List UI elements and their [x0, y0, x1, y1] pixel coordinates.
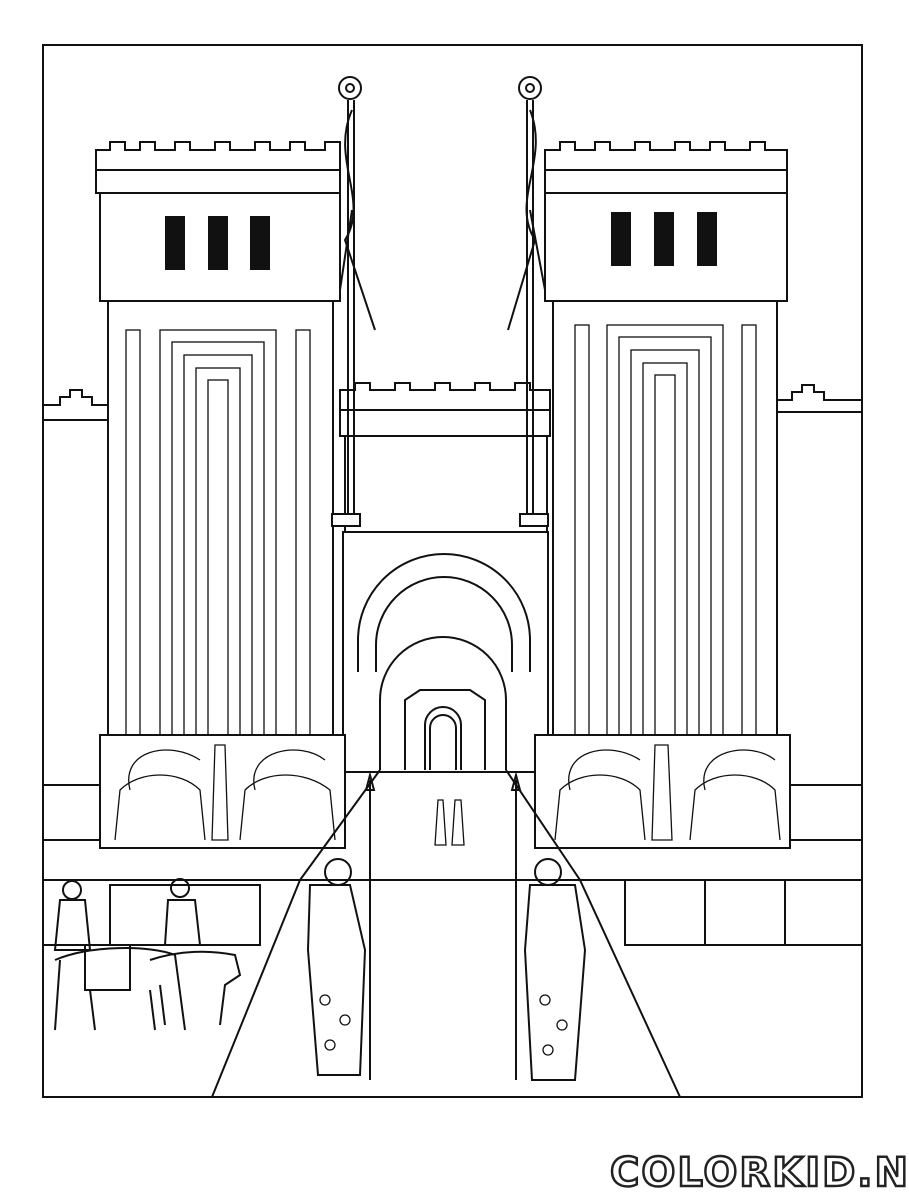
- window: [165, 216, 185, 270]
- guard-left: [306, 771, 376, 1080]
- window: [208, 216, 228, 270]
- guard-right: [510, 771, 587, 1081]
- city-wall-left: [42, 389, 108, 841]
- window: [654, 212, 674, 266]
- central-gate: [339, 382, 551, 773]
- frame: [42, 44, 863, 1098]
- window: [697, 212, 717, 266]
- watermark-logo: COLORKID.NET: [609, 1149, 909, 1198]
- right-tower: [544, 141, 788, 736]
- travelers-with-donkeys: [53, 878, 242, 1031]
- left-tower: [95, 141, 341, 736]
- flag-pole-right: [507, 76, 549, 527]
- lamassu-relief-right: [534, 734, 791, 849]
- window: [250, 216, 270, 270]
- flag-pole-left: [331, 76, 376, 527]
- road: [211, 769, 681, 1098]
- lamassu-relief-left: [99, 734, 346, 849]
- distant-figures: [434, 799, 465, 846]
- window: [611, 212, 631, 266]
